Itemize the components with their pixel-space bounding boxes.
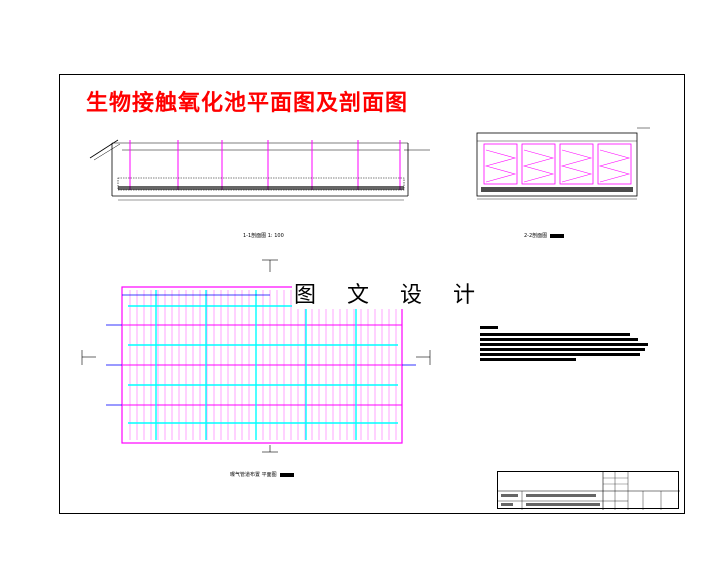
- section-2-2: [476, 127, 650, 200]
- section-markers: [81, 259, 431, 453]
- design-notes: [480, 326, 648, 363]
- scale-label-redacted: [279, 472, 294, 477]
- title-block-grid: [498, 472, 680, 510]
- section-1-1-caption-text: 1-1剖面图 1: 100: [243, 233, 284, 239]
- section-1-1: [89, 139, 430, 201]
- notes-line-redacted: [480, 338, 638, 341]
- notes-line-redacted: [480, 333, 630, 336]
- plan-cyan-headers: [128, 290, 398, 440]
- plan-caption-text: 曝气管道布置 平面图: [230, 472, 277, 478]
- notes-line-redacted: [480, 358, 576, 361]
- notes-line-redacted: [480, 343, 648, 346]
- notes-heading-redacted: [480, 326, 498, 329]
- notes-line-redacted: [480, 348, 645, 351]
- plan-diffuser-grid: [129, 290, 397, 440]
- section-1-1-caption: 1-1剖面图 1: 100: [243, 232, 284, 239]
- title-block: [497, 471, 680, 510]
- scale-label-redacted: [550, 233, 565, 238]
- plan-air-inlets: [106, 294, 416, 406]
- notes-line-redacted: [480, 353, 640, 356]
- drawing-frame: [59, 74, 685, 514]
- section-2-2-caption: 2-2剖面图: [524, 232, 565, 239]
- drawing-title: 生物接触氧化池平面图及剖面图: [86, 90, 409, 116]
- watermark: 图 文 设 计: [292, 277, 489, 309]
- plan-view: [81, 259, 431, 453]
- plan-caption: 曝气管道布置 平面图: [230, 471, 294, 478]
- section-2-2-caption-text: 2-2剖面图: [524, 233, 548, 239]
- section-2-2-modules: [483, 143, 632, 185]
- section-1-1-pipes: [129, 140, 401, 190]
